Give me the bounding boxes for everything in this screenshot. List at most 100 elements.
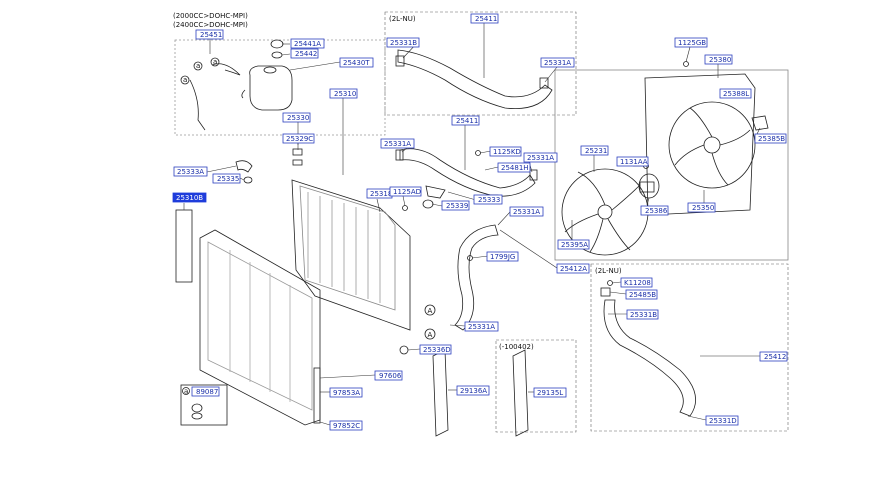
part-label-25331d[interactable]: 25331D	[709, 417, 737, 425]
part-label-25385b[interactable]: 25385B	[758, 135, 785, 143]
part-label-25395a[interactable]: 25395A	[561, 241, 588, 249]
label-box-1131aa[interactable]	[616, 156, 649, 167]
label-box-25329c[interactable]	[282, 133, 315, 144]
drain-plug	[399, 345, 409, 355]
part-label-25412[interactable]: 25412	[764, 353, 786, 361]
label-box-97852c[interactable]	[329, 420, 363, 431]
part-label-25331a-mid2[interactable]: 25331A	[527, 154, 554, 162]
part-label-25330[interactable]: 25330	[287, 114, 309, 122]
part-label-25331a-mid[interactable]: 25331A	[384, 140, 411, 148]
part-label-1125ad[interactable]: 1125AD	[393, 188, 421, 196]
label-box-25412a[interactable]	[556, 263, 590, 274]
label-box-25430t[interactable]	[339, 57, 374, 68]
label-box-25331a-mid[interactable]	[380, 138, 415, 149]
part-label-25331b-low[interactable]: 25331B	[630, 311, 657, 319]
label-box-25330[interactable]	[282, 112, 311, 123]
part-label-25335[interactable]: 25335	[217, 175, 239, 183]
label-box-25411-top[interactable]	[470, 13, 499, 24]
label-box-25386[interactable]	[640, 205, 669, 216]
part-label-25350[interactable]: 25350	[692, 204, 714, 212]
part-label-highlighted[interactable]: 25310B	[176, 194, 203, 202]
label-box-25335[interactable]	[212, 173, 241, 184]
part-label-25339[interactable]: 25339	[446, 202, 468, 210]
callout-a-2	[424, 328, 436, 340]
part-label-89087[interactable]: 89087	[196, 388, 218, 396]
note-a-3: a	[213, 58, 217, 66]
label-box-1125ad[interactable]	[389, 186, 422, 197]
label-box-25331a-top[interactable]	[540, 57, 575, 68]
part-label-1799jg[interactable]: 1799JG	[490, 253, 515, 261]
fan-assembly-box	[554, 69, 789, 261]
label-box-25441a[interactable]	[290, 38, 325, 49]
label-box-1125gb[interactable]	[674, 37, 708, 48]
label-box-25385b[interactable]	[754, 133, 787, 144]
label-box-89087[interactable]	[191, 386, 220, 397]
label-box-25331a-low[interactable]	[464, 321, 499, 332]
part-label-1125kd[interactable]: 1125KD	[493, 148, 521, 156]
bolt-k11208	[607, 280, 613, 286]
label-box-25336d[interactable]	[419, 344, 452, 355]
label-box-25331b-low[interactable]	[626, 309, 659, 320]
part-label-25386[interactable]: 25386	[645, 207, 668, 215]
part-label-25411-top[interactable]: 25411	[475, 15, 497, 23]
label-box-25339[interactable]	[441, 200, 470, 211]
part-label-1131aa[interactable]: 1131AA	[620, 158, 648, 166]
label-box-25333a[interactable]	[173, 166, 208, 177]
label-box-25231[interactable]	[580, 145, 609, 156]
bracket-right	[512, 349, 529, 437]
part-label-29136a[interactable]: 29136A	[460, 387, 487, 395]
label-box-25331a-mid2[interactable]	[523, 152, 558, 163]
part-label-25331a-top[interactable]: 25331A	[544, 59, 571, 67]
part-label-97852c[interactable]: 97852C	[333, 422, 360, 430]
label-box-1799jg[interactable]	[486, 251, 519, 262]
label-box-25485b[interactable]	[625, 289, 658, 300]
part-label-25333a[interactable]: 25333A	[177, 168, 204, 176]
label-box-25411-mid[interactable]	[451, 115, 480, 126]
part-label-25231[interactable]: 25231	[585, 147, 607, 155]
label-box-25451[interactable]	[195, 29, 224, 40]
part-label-25380[interactable]: 25380	[709, 56, 731, 64]
label-box-25380[interactable]	[704, 54, 733, 65]
part-label-25412a[interactable]: 25412A	[560, 265, 587, 273]
part-label-97853a[interactable]: 97853A	[333, 389, 360, 397]
part-label-25481h[interactable]: 25481H	[501, 164, 529, 172]
part-label-25333[interactable]: 25333	[478, 196, 500, 204]
label-box-1125kd[interactable]	[489, 146, 522, 157]
label-box-25350[interactable]	[687, 202, 716, 213]
label-box-29135l[interactable]	[533, 387, 567, 398]
label-box-25395a[interactable]	[557, 239, 590, 250]
part-label-25451[interactable]: 25451	[200, 31, 222, 39]
part-label-25310[interactable]: 25310	[334, 90, 356, 98]
part-label-25441a[interactable]: 25441A	[294, 40, 321, 48]
part-label-25331a-low[interactable]: 25331A	[468, 323, 495, 331]
label-box-highlighted[interactable]	[172, 192, 207, 203]
label-box-25388l[interactable]	[719, 88, 752, 99]
part-label-25329c[interactable]: 25329C	[286, 135, 313, 143]
part-label-29135l[interactable]: 29135L	[537, 389, 563, 397]
part-label-25336d[interactable]: 25336D	[423, 346, 451, 354]
label-box-25331a-mid3[interactable]	[509, 206, 544, 217]
label-box-25333[interactable]	[473, 194, 503, 205]
part-label-25331a-mid3[interactable]: 25331A	[513, 208, 540, 216]
part-label-25411-mid[interactable]: 25411	[456, 117, 478, 125]
part-label-k11208[interactable]: K11208	[624, 279, 651, 287]
label-box-25481h[interactable]	[497, 162, 531, 173]
part-label-25442[interactable]: 25442	[295, 50, 317, 58]
label-box-97606[interactable]	[374, 370, 403, 381]
note-marker-a-4	[182, 387, 190, 395]
part-label-25318[interactable]: 25318	[370, 190, 392, 198]
part-label-1125gb[interactable]: 1125GB	[678, 39, 706, 47]
part-label-25430t[interactable]: 25430T	[343, 59, 370, 67]
part-label-25331b-top[interactable]: 25331B	[390, 39, 417, 47]
label-box-25331b-top[interactable]	[386, 37, 420, 48]
label-box-25442[interactable]	[290, 48, 319, 59]
label-box-97853a[interactable]	[329, 387, 363, 398]
part-label-97606[interactable]: 97606	[379, 372, 402, 380]
part-label-25485b[interactable]: 25485B	[629, 291, 656, 299]
label-box-k11208[interactable]	[620, 277, 653, 288]
label-box-29136a[interactable]	[456, 385, 490, 396]
label-box-25412[interactable]	[759, 351, 788, 362]
label-box-25310[interactable]	[329, 88, 358, 99]
label-box-25331d[interactable]	[705, 415, 739, 426]
part-label-25388l[interactable]: 25388L	[723, 90, 749, 98]
